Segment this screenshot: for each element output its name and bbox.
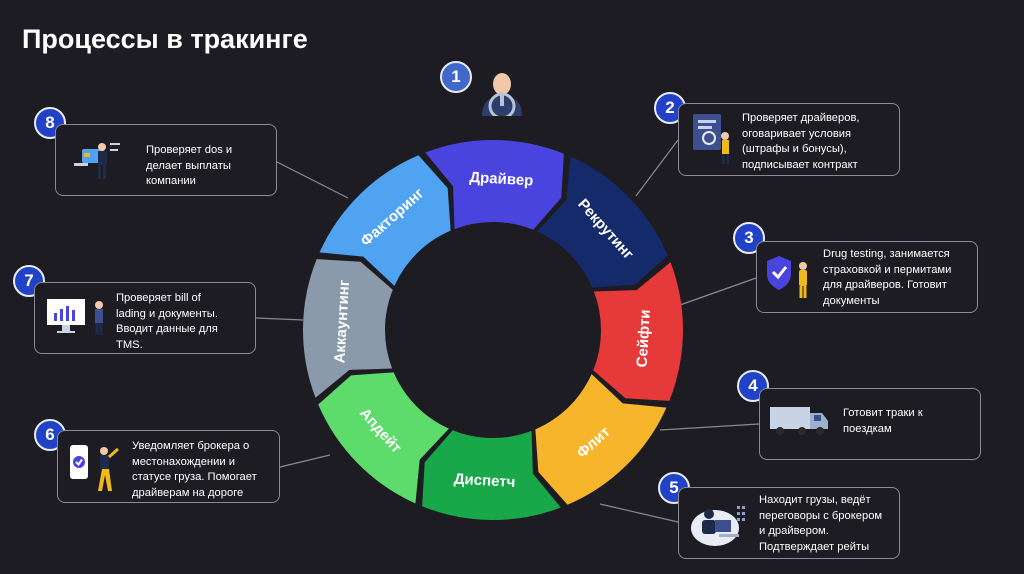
- dispatcher-icon: [689, 500, 751, 548]
- driver-icon: [474, 64, 530, 116]
- ring-label-3: Сейфти: [634, 309, 654, 368]
- recruiting-icon: [689, 112, 735, 166]
- ring-label-5: Диспетч: [453, 471, 515, 491]
- step-3-text: Drug testing, занимается страховкой и пе…: [823, 247, 951, 309]
- connector-line-6: [256, 318, 303, 320]
- step-4-box: Готовит траки к поездкам: [759, 388, 981, 460]
- chart-monitor-icon: [45, 297, 109, 337]
- step-2-box: Проверяет драйверов, оговаривает условия…: [678, 103, 900, 176]
- step-8-text: Проверяет dos и делает выплаты компании: [146, 143, 232, 190]
- phone-icon: [66, 441, 126, 497]
- connector-line-3: [660, 424, 759, 430]
- connector-line-5: [280, 455, 330, 467]
- step-1-badge: 1: [440, 61, 472, 93]
- step-3-box: Drug testing, занимается страховкой и пе…: [756, 241, 978, 313]
- step-5-text: Находит грузы, ведёт переговоры с брокер…: [759, 493, 882, 555]
- step-2-text: Проверяет драйверов, оговаривает условия…: [742, 111, 860, 173]
- connector-line-1: [636, 140, 678, 196]
- shield-icon: [763, 252, 813, 302]
- step-4-text: Готовит траки к поездкам: [843, 406, 923, 437]
- payment-card-icon: [72, 139, 124, 185]
- step-8-box: Проверяет dos и делает выплаты компании: [55, 124, 277, 196]
- truck-icon: [768, 403, 830, 439]
- step-6-text: Уведомляет брокера о местонахождении и с…: [132, 439, 257, 501]
- connector-line-7: [277, 162, 348, 198]
- connector-line-4: [600, 504, 678, 522]
- step-7-box: Проверяет bill of lading и документы. Вв…: [34, 282, 256, 354]
- step-5-box: Находит грузы, ведёт переговоры с брокер…: [678, 487, 900, 559]
- ring-label-1: Драйвер: [469, 169, 534, 190]
- step-7-text: Проверяет bill of lading и документы. Вв…: [116, 291, 218, 353]
- process-ring: [303, 140, 683, 520]
- step-6-box: Уведомляет брокера о местонахождении и с…: [57, 430, 280, 503]
